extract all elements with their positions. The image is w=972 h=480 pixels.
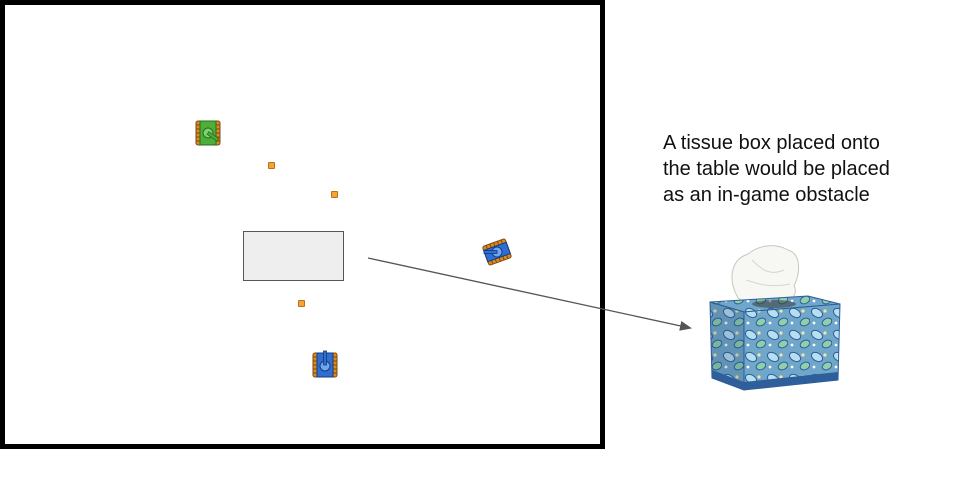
in-game-obstacle — [243, 231, 344, 281]
blue-tank-icon — [478, 233, 516, 271]
caption: A tissue box placed onto the table would… — [663, 130, 963, 208]
tissue-box-image — [700, 240, 850, 400]
caption-line: A tissue box placed onto — [663, 132, 880, 154]
game-arena — [0, 0, 605, 449]
bullet — [268, 162, 275, 169]
bullet — [331, 191, 338, 198]
blue-tank-icon — [310, 350, 340, 380]
bullet — [298, 300, 305, 307]
green-tank-icon — [193, 118, 223, 148]
caption-line: the table would be placed — [663, 158, 890, 180]
caption-line: as an in-game obstacle — [663, 184, 870, 206]
